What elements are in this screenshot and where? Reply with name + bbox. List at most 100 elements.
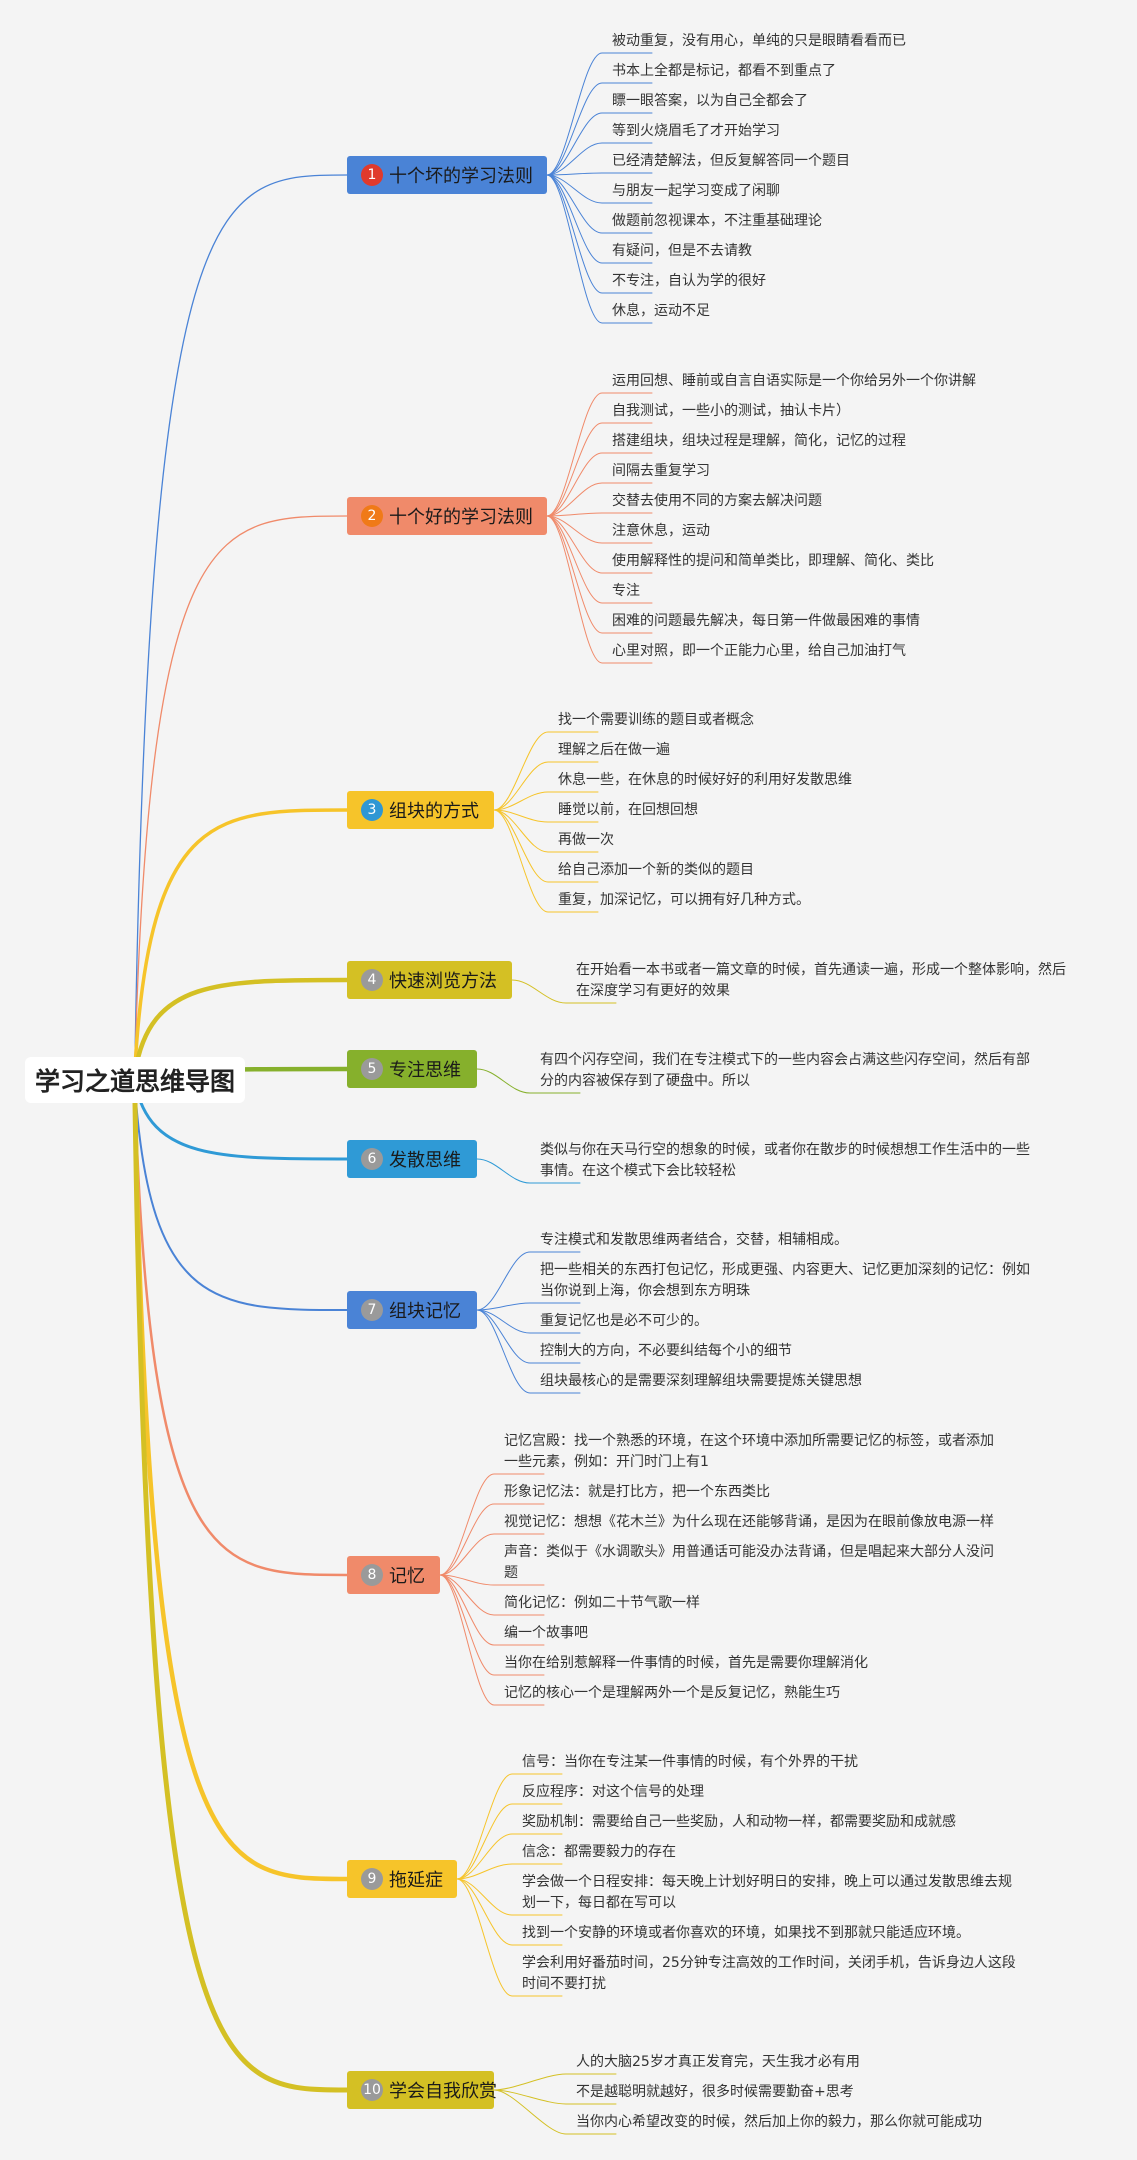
topic-10[interactable]: 10 学会自我欣赏 [347,2071,497,2109]
leaf-text: 一些元素，例如：开门时门上有1 [504,1454,709,1470]
leaf-item[interactable]: 休息一些，在休息的时候好好的利用好发散思维 [558,770,852,791]
leaf-item[interactable]: 有四个闪存空间，我们在专注模式下的一些内容会占满这些闪存空间，然后有部分的内容被… [540,1050,1030,1092]
leaf-item[interactable]: 被动重复，没有用心，单纯的只是眼睛看看而已 [612,31,906,52]
topic-number-badge: 8 [361,1564,383,1586]
leaf-item[interactable]: 再做一次 [558,830,614,851]
leaf-text: 已经清楚解法，但反复解答同一个题目 [612,153,850,169]
leaf-item[interactable]: 在开始看一本书或者一篇文章的时候，首先通读一遍，形成一个整体影响，然后在深度学习… [576,960,1066,1002]
leaf-text: 再做一次 [558,832,614,848]
leaf-item[interactable]: 信号：当你在专注某一件事情的时候，有个外界的干扰 [522,1752,858,1773]
leaf-connector [493,2073,617,2091]
leaf-item[interactable]: 找到一个安静的环境或者你喜欢的环境，如果找不到那就只能适应环境。 [522,1923,970,1944]
leaf-text: 搭建组块，组块过程是理解，简化，记忆的过程 [612,433,906,449]
leaf-item[interactable]: 反应程序：对这个信号的处理 [522,1782,704,1803]
leaf-item[interactable]: 记忆宫殿：找一个熟悉的环境，在这个环境中添加所需要记忆的标签，或者添加一些元素，… [504,1431,994,1473]
leaf-item[interactable]: 组块最核心的是需要深刻理解组块需要提炼关键思想 [540,1371,862,1392]
branch-connector-7 [134,1086,348,1311]
leaf-item[interactable]: 不是越聪明就越好，很多时候需要勤奋+思考 [576,2082,854,2103]
leaf-item[interactable]: 专注模式和发散思维两者结合，交替，相辅相成。 [540,1230,848,1251]
leaf-connector [476,1068,581,1094]
leaf-item[interactable]: 困难的问题最先解决，每日第一件做最困难的事情 [612,611,920,632]
branch-connector-10 [132,1100,350,2093]
leaf-item[interactable]: 声音：类似于《水调歌头》用普通话可能没办法背诵，但是唱起来大部分人没问题 [504,1542,994,1584]
leaf-text: 题 [504,1565,518,1581]
leaf-item[interactable]: 编一个故事吧 [504,1623,588,1644]
leaf-item[interactable]: 信念：都需要毅力的存在 [522,1842,676,1863]
leaf-text: 不专注，自认为学的很好 [612,273,766,289]
leaf-item[interactable]: 注意休息，运动 [612,521,710,542]
topic-number-badge: 10 [361,2079,383,2101]
leaf-item[interactable]: 瞟一眼答案，以为自己全都会了 [612,91,808,112]
leaf-text: 困难的问题最先解决，每日第一件做最困难的事情 [612,613,920,629]
branch-connector-3 [133,808,349,1070]
leaf-item[interactable]: 重复，加深记忆，可以拥有好几种方式。 [558,890,810,911]
leaf-item[interactable]: 奖励机制：需要给自己一些奖励，人和动物一样，都需要奖励和成就感 [522,1812,956,1833]
leaf-item[interactable]: 休息，运动不足 [612,301,710,322]
leaf-text: 有疑问，但是不去请教 [612,243,752,259]
mindmap-root[interactable]: 学习之道思维导图 [25,1057,245,1103]
topic-label: 快速浏览方法 [389,971,497,992]
leaf-connector [493,809,599,883]
leaf-item[interactable]: 形象记忆法：就是打比方，把一个东西类比 [504,1482,770,1503]
leaf-item[interactable]: 间隔去重复学习 [612,461,710,482]
leaf-item[interactable]: 专注 [612,581,640,602]
leaf-item[interactable]: 等到火烧眉毛了才开始学习 [612,121,780,142]
leaf-text: 反应程序：对这个信号的处理 [522,1784,704,1800]
leaf-text: 找一个需要训练的题目或者概念 [558,712,754,728]
topic-label: 学会自我欣赏 [389,2081,497,2102]
leaf-item[interactable]: 已经清楚解法，但反复解答同一个题目 [612,151,850,172]
leaf-item[interactable]: 简化记忆：例如二十节气歌一样 [504,1593,700,1614]
leaf-text: 形象记忆法：就是打比方，把一个东西类比 [504,1484,770,1500]
leaf-text: 等到火烧眉毛了才开始学习 [612,123,780,139]
branch-connector-6 [133,1081,349,1161]
leaf-item[interactable]: 找一个需要训练的题目或者概念 [558,710,754,731]
leaf-item[interactable]: 学会利用好番茄时间，25分钟专注高效的工作时间，关闭手机，告诉身边人这段时间不要… [522,1953,1016,1995]
leaf-item[interactable]: 搭建组块，组块过程是理解，简化，记忆的过程 [612,431,906,452]
leaf-connector [493,761,599,811]
leaf-item[interactable]: 重复记忆也是必不可少的。 [540,1311,708,1332]
leaf-item[interactable]: 给自己添加一个新的类似的题目 [558,860,754,881]
branch-connector-1 [134,174,348,1059]
leaf-item[interactable]: 理解之后在做一遍 [558,740,670,761]
leaf-item[interactable]: 控制大的方向，不必要纠结每个小的细节 [540,1341,792,1362]
leaf-connector [546,172,653,176]
leaf-item[interactable]: 有疑问，但是不去请教 [612,241,752,262]
leaf-item[interactable]: 使用解释性的提问和简单类比，即理解、简化、类比 [612,551,934,572]
leaf-item[interactable]: 学会做一个日程安排：每天晚上计划好明日的安排，晚上可以通过发散思维去规划一下，每… [522,1872,1012,1914]
leaf-item[interactable]: 与朋友一起学习变成了闲聊 [612,181,780,202]
leaf-item[interactable]: 运用回想、睡前或自言自语实际是一个你给另外一个你讲解 [612,371,976,392]
leaf-connector [456,1773,563,1880]
leaf-connector [511,979,617,1004]
leaf-text: 使用解释性的提问和简单类比，即理解、简化、类比 [612,553,934,569]
leaf-item[interactable]: 人的大脑25岁才真正发育完，天生我才必有用 [576,2052,860,2073]
leaf-connector [493,731,599,811]
leaf-item[interactable]: 心里对照，即一个正能力心里，给自己加油打气 [612,641,906,662]
leaf-item[interactable]: 自我测试，一些小的测试，抽认卡片） [612,401,850,422]
leaf-connector [546,174,653,234]
leaf-item[interactable]: 视觉记忆：想想《花木兰》为什么现在还能够背诵，是因为在眼前像放电源一样 [504,1512,994,1533]
topic-label: 组块的方式 [389,801,479,822]
leaf-item[interactable]: 当你内心希望改变的时候，然后加上你的毅力，那么你就可能成功 [576,2112,982,2133]
leaf-item[interactable]: 睡觉以前，在回想回想 [558,800,698,821]
leaf-item[interactable]: 书本上全都是标记，都看不到重点了 [612,61,836,82]
leaf-item[interactable]: 类似与你在天马行空的想象的时候，或者你在散步的时候想想工作生活中的一些事情。在这… [540,1140,1030,1182]
leaf-item[interactable]: 交替去使用不同的方案去解决问题 [612,491,822,512]
leaf-text: 心里对照，即一个正能力心里，给自己加油打气 [612,643,906,659]
leaf-item[interactable]: 不专注，自认为学的很好 [612,271,766,292]
leaf-item[interactable]: 把一些相关的东西打包记忆，形成更强、内容更大、记忆更加深刻的记忆：例如当你说到上… [540,1260,1030,1302]
leaf-item[interactable]: 记忆的核心一个是理解两外一个是反复记忆，熟能生巧 [504,1683,840,1704]
leaf-text: 运用回想、睡前或自言自语实际是一个你给另外一个你讲解 [612,373,976,389]
leaf-item[interactable]: 当你在给别惹解释一件事情的时候，首先是需要你理解消化 [504,1653,868,1674]
leaf-connector [546,52,653,176]
topic-number-badge: 5 [361,1058,383,1080]
leaf-item[interactable]: 做题前忽视课本，不注重基础理论 [612,211,822,232]
